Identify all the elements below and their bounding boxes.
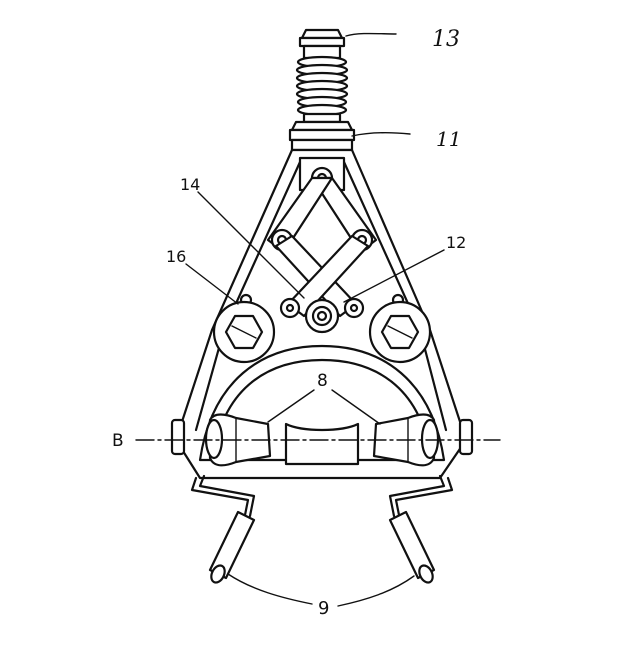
left-end-cap — [170, 418, 186, 456]
label-12: 12 — [446, 233, 466, 252]
leader-9-left — [227, 573, 313, 605]
leader-16 — [185, 263, 239, 305]
right-handle — [388, 474, 454, 584]
label-13: 13 — [432, 27, 460, 52]
leader-9-right — [337, 575, 415, 607]
label-16: 16 — [166, 247, 186, 266]
right-hex-bolt — [368, 300, 432, 364]
center-pad — [284, 422, 360, 466]
label-b: B — [112, 431, 124, 451]
thread-rings — [295, 55, 349, 117]
screw-spindle — [295, 28, 349, 124]
leader-8-right — [331, 389, 381, 425]
left-handle — [190, 474, 256, 584]
label-14: 14 — [180, 175, 200, 194]
leader-12 — [343, 249, 445, 303]
leader-lines — [185, 32, 445, 607]
collar-nut — [288, 120, 356, 152]
right-end-cap — [458, 418, 474, 456]
label-9: 9 — [318, 598, 329, 619]
toggle-linkage — [239, 156, 405, 334]
leader-8-left — [267, 389, 315, 423]
left-hex-bolt — [212, 300, 276, 364]
leader-14 — [197, 191, 305, 299]
label-8: 8 — [317, 371, 328, 391]
leader-11 — [351, 131, 411, 137]
leader-13 — [345, 32, 397, 37]
label-11: 11 — [436, 127, 461, 151]
